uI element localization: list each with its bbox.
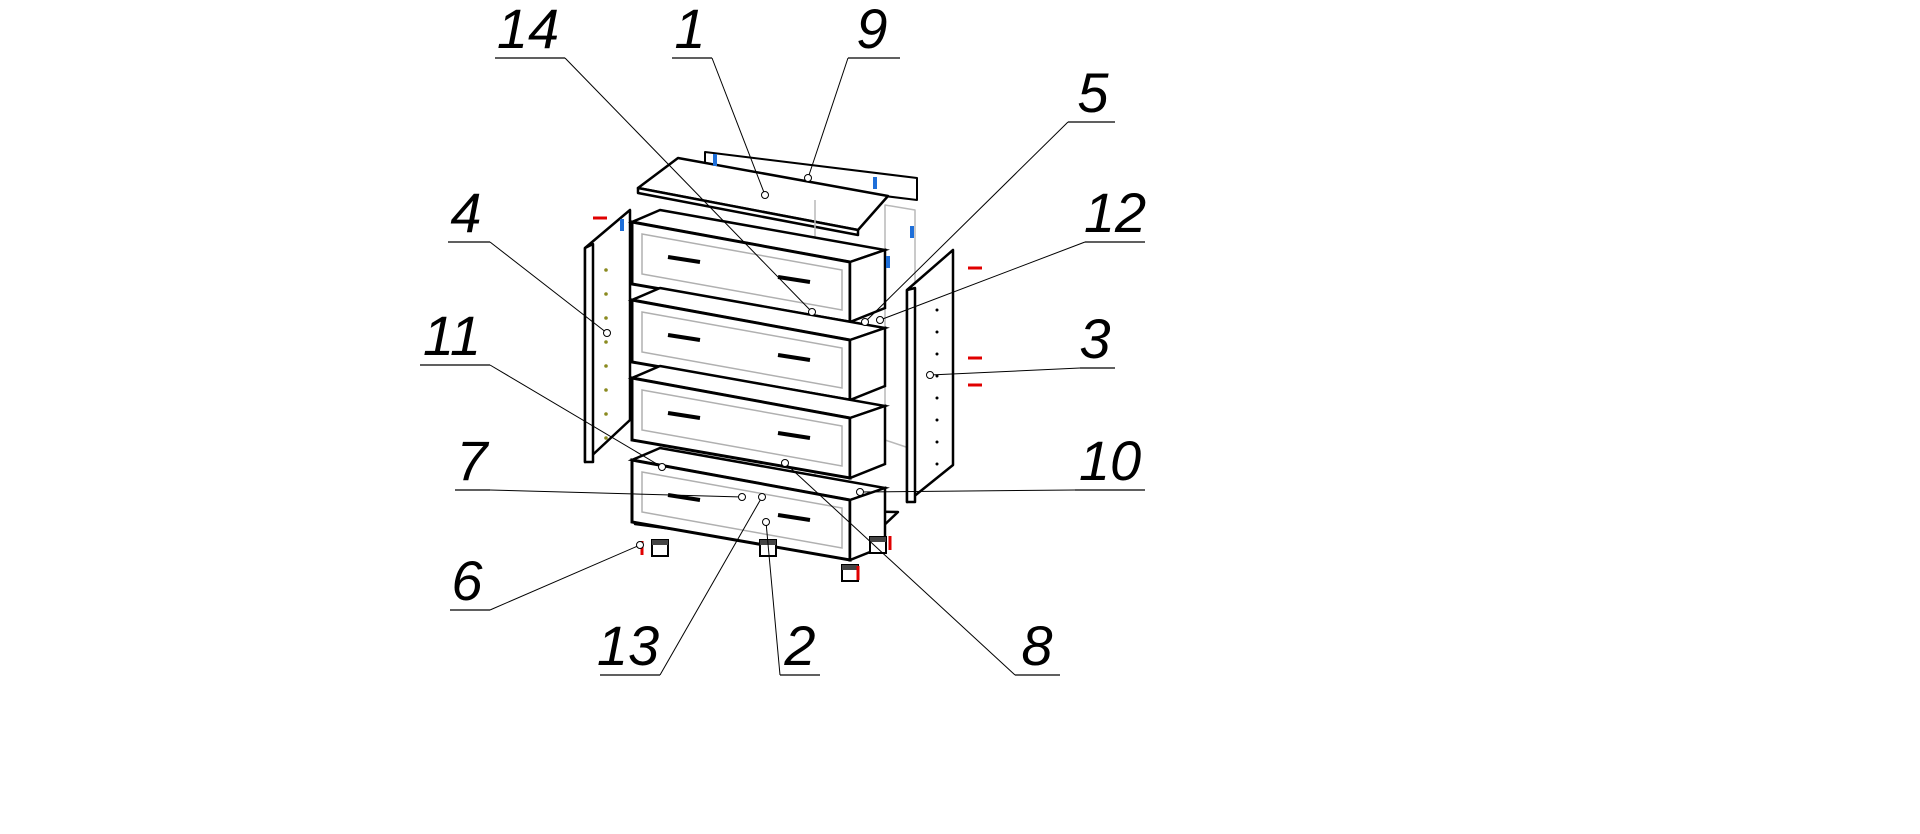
foot <box>869 536 887 554</box>
pin-hole <box>935 440 939 444</box>
left-side-panel-face <box>583 242 595 464</box>
leader-anchor <box>761 191 769 199</box>
callout-1: 1 <box>672 0 769 199</box>
leader-anchor <box>804 174 812 182</box>
connector-icon <box>873 177 877 189</box>
leader-line <box>784 462 1016 676</box>
leader-line <box>879 241 1086 321</box>
callout-label: 8 <box>1021 614 1052 677</box>
callout-label: 1 <box>674 0 705 60</box>
pin-hole <box>935 308 939 312</box>
callout-13: 13 <box>597 493 766 677</box>
foot <box>651 539 669 557</box>
leader-line <box>807 57 849 179</box>
drawers <box>627 208 890 562</box>
leader-line <box>564 57 813 313</box>
callout-12: 12 <box>876 181 1146 324</box>
pin-hole <box>935 462 939 466</box>
drawer-handle <box>667 493 701 502</box>
connector-icon <box>910 226 914 238</box>
pin-hole <box>935 352 939 356</box>
leader-anchor <box>603 329 611 337</box>
drawer-handle <box>667 411 701 420</box>
leader-anchor <box>861 318 869 326</box>
callout-label: 14 <box>497 0 559 60</box>
callouts: 14 1 9 5 12 4 11 3 7 10 6 13 2 8 <box>420 0 1146 677</box>
connector-icon <box>886 256 890 268</box>
connector-icon <box>713 154 717 166</box>
callout-3: 3 <box>926 307 1115 379</box>
callout-7: 7 <box>455 429 746 501</box>
callout-11: 11 <box>420 304 666 471</box>
leader-line <box>489 489 743 498</box>
drawer-handle <box>667 333 701 342</box>
callout-label: 6 <box>451 549 483 612</box>
dowel-hole <box>604 316 608 320</box>
pin-hole <box>935 330 939 334</box>
callout-label: 7 <box>456 429 489 492</box>
callout-label: 11 <box>423 304 481 367</box>
leader-anchor <box>808 308 816 316</box>
dowel-hole <box>604 268 608 272</box>
callout-label: 13 <box>597 614 659 677</box>
leader-line <box>864 121 1069 323</box>
foot <box>841 564 859 582</box>
callout-14: 14 <box>495 0 816 316</box>
leader-line <box>489 241 608 334</box>
drawer <box>627 286 890 402</box>
leader-line <box>489 544 641 611</box>
drawer-handle <box>667 255 701 264</box>
right-side-panel-face <box>905 286 917 504</box>
leader-anchor <box>856 488 864 496</box>
drawer-handle <box>777 353 811 362</box>
leader-anchor <box>781 459 789 467</box>
leader-anchor <box>926 371 934 379</box>
callout-label: 4 <box>450 181 481 244</box>
callout-6: 6 <box>450 541 644 612</box>
dowel-hole <box>604 388 608 392</box>
leader-line <box>859 489 1076 493</box>
callout-label: 9 <box>856 0 887 60</box>
pin-hole <box>935 396 939 400</box>
dowel-hole <box>604 292 608 296</box>
dowel-hole <box>604 436 608 440</box>
leader-line <box>765 521 781 676</box>
callout-label: 12 <box>1084 181 1146 244</box>
leader-anchor <box>636 541 644 549</box>
callout-9: 9 <box>804 0 900 182</box>
dowel-hole <box>604 340 608 344</box>
drawer <box>627 208 890 324</box>
leader-anchor <box>876 316 884 324</box>
callout-10: 10 <box>856 429 1145 496</box>
leader-anchor <box>738 493 746 501</box>
leader-anchor <box>758 493 766 501</box>
callout-label: 5 <box>1077 61 1109 124</box>
leader-line <box>711 57 766 196</box>
pin-hole <box>935 418 939 422</box>
pin-hole <box>935 374 939 378</box>
callout-4: 4 <box>448 181 611 337</box>
callout-2: 2 <box>762 518 820 677</box>
leader-anchor <box>762 518 770 526</box>
callout-label: 10 <box>1079 429 1141 492</box>
connector-icon <box>620 219 624 231</box>
leader-line <box>929 367 1081 376</box>
callout-8: 8 <box>781 459 1060 677</box>
leader-line <box>659 496 763 676</box>
drawer-handle <box>777 431 811 440</box>
dowel-hole <box>604 364 608 368</box>
dowel-hole <box>604 412 608 416</box>
callout-label: 2 <box>783 614 815 677</box>
leader-anchor <box>658 463 666 471</box>
drawer-handle <box>777 275 811 284</box>
leader-line <box>489 364 663 468</box>
callout-label: 3 <box>1079 307 1110 370</box>
drawer-handle <box>777 513 811 522</box>
drawer <box>627 364 890 480</box>
callout-5: 5 <box>861 61 1115 326</box>
top-panel-edge <box>636 186 860 237</box>
